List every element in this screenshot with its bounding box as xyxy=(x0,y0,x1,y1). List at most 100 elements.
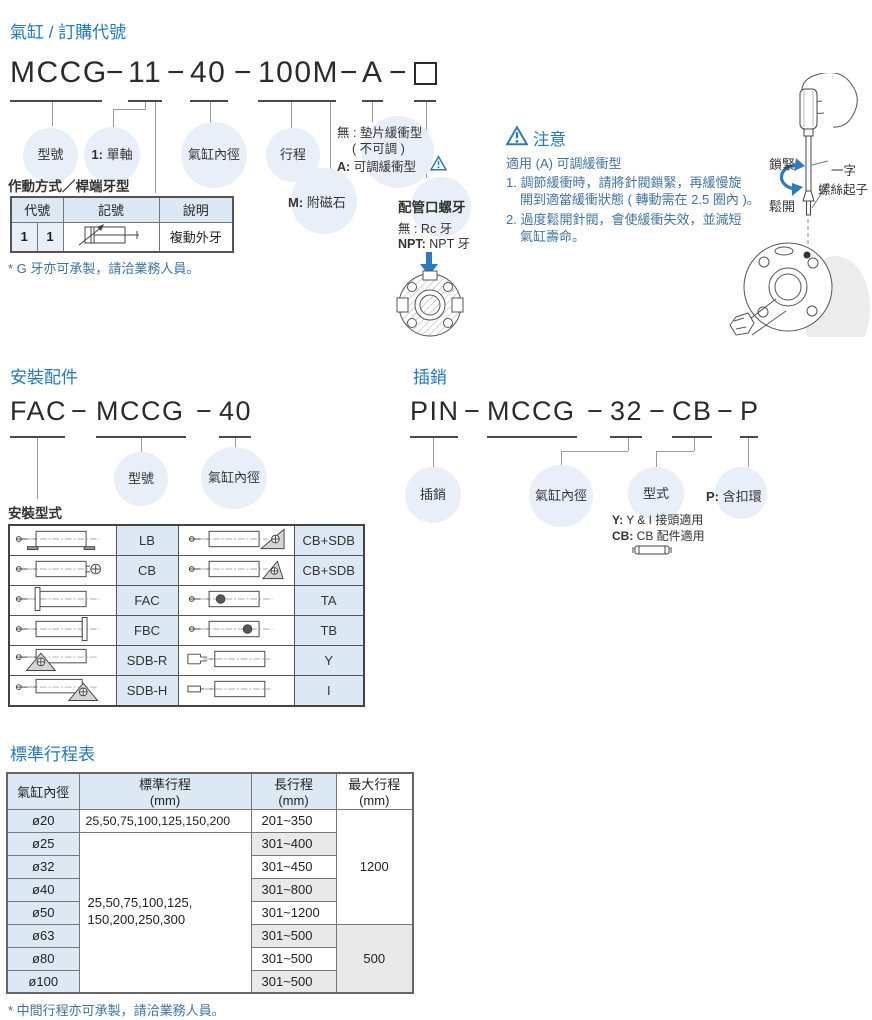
callout-line xyxy=(37,438,38,499)
callout-line xyxy=(113,109,114,127)
code-underline xyxy=(10,436,65,438)
mount-label-i: I xyxy=(293,675,365,707)
mount-diagram-tb xyxy=(177,615,295,646)
magnet-note: M: 附磁石 xyxy=(288,195,346,210)
caution-subtitle: 適用 (A) 可調緩衝型 xyxy=(506,156,622,171)
callout-bubble-mount-model: 型號 xyxy=(114,452,168,506)
stroke-row: ø32 301~450 xyxy=(6,854,413,879)
cushion-note-line2: ( 不可調 ) xyxy=(352,142,405,156)
callout-bubble-cushion xyxy=(362,116,434,188)
code-dash: − xyxy=(587,396,605,426)
stroke-col-std: 標準行程(mm) xyxy=(78,772,252,810)
stroke-col-max: 最大行程(mm) xyxy=(335,772,414,810)
long-stroke-value: 301~450 xyxy=(250,854,337,879)
intermediate-stroke-footnote: * 中間行程亦可承製，請洽業務人員。 xyxy=(8,1003,225,1018)
long-stroke-value: 301~1200 xyxy=(250,900,337,925)
g-thread-footnote: * G 牙亦可承製，請洽業務人員。 xyxy=(8,261,200,276)
flathead-label-1: 一字 xyxy=(831,164,857,178)
callout-line xyxy=(694,438,695,451)
pin-code-type: CB xyxy=(672,396,713,426)
cushion-adjust-illustration xyxy=(729,73,870,337)
long-stroke-value: 301~500 xyxy=(250,923,337,948)
action-table-title: 作動方式／桿端牙型 xyxy=(8,179,130,194)
code-dash: − xyxy=(649,396,667,426)
long-stroke-value: 301~400 xyxy=(250,831,337,856)
mount-diagram-fbc xyxy=(8,615,117,646)
code-underline xyxy=(96,436,186,438)
caution-item-1b: 開到適當緩衝狀態 ( 轉動需在 2.5 圈內 )。 xyxy=(520,192,760,207)
caution-item-1: 1. 調節緩衝時，請將針閥鎖緊，再緩慢旋 xyxy=(506,175,742,190)
pin-code-model: MCCG xyxy=(487,396,576,426)
action-code-2: 1 xyxy=(36,221,64,253)
callout-stroke-label: 行程 xyxy=(279,146,306,162)
callout-bubble-magnet xyxy=(291,168,357,234)
pin-type-note-2: CB: CB 配件適用 xyxy=(612,529,705,543)
long-stroke-value: 201~350 xyxy=(250,808,337,833)
mount-diagram-cbsdb1 xyxy=(177,524,295,556)
section-title-mounting: 安裝配件 xyxy=(10,368,78,387)
pin-type-label: 型式 xyxy=(642,485,669,501)
pin-code-pin: PIN xyxy=(410,396,460,426)
mount-diagram-sdbh xyxy=(8,675,117,707)
mount-label-cb: CB xyxy=(115,555,179,586)
callout-line xyxy=(433,438,434,467)
code-dash: − xyxy=(717,396,735,426)
code-dash: − xyxy=(196,396,214,426)
bore-value: ø20 xyxy=(6,808,80,833)
section-title-pin: 插銷 xyxy=(413,368,447,387)
caution-triangle-icon xyxy=(506,125,528,146)
cushion-note-line3: A: 可調緩衝型 xyxy=(337,160,417,174)
std-stroke-merged: 25,50,75,100,125,150,200,250,300 xyxy=(78,831,252,994)
loosen-label: 鬆開 xyxy=(769,199,796,214)
max-stroke-top: 1200 xyxy=(335,808,414,925)
lock-label: 鎖緊 xyxy=(769,157,796,172)
code-underline xyxy=(672,436,712,438)
port-note-line2: NPT: NPT 牙 xyxy=(398,237,471,251)
stroke-row: ø100 301~500 xyxy=(6,969,413,994)
long-stroke-value: 301~500 xyxy=(250,969,337,994)
code-dash: − xyxy=(71,396,89,426)
pin-p-label: P: 含扣環 xyxy=(706,489,762,504)
code-blank-box xyxy=(414,62,437,85)
code-underline xyxy=(487,436,577,438)
bore-value: ø63 xyxy=(6,923,80,948)
callout-line xyxy=(155,102,156,193)
mount-diagram-fac xyxy=(8,585,117,616)
code-underline xyxy=(362,100,383,102)
callout-bubble-pin: 插銷 xyxy=(405,467,461,523)
mount-model-label: 型號 xyxy=(127,470,154,486)
mount-code-type: FAC xyxy=(10,396,68,426)
callout-line xyxy=(748,438,749,467)
bore-value: ø25 xyxy=(6,831,80,856)
action-symbol-cell xyxy=(62,221,160,253)
mount-diagram-cbsdb2 xyxy=(177,555,295,586)
arrow-down-icon xyxy=(420,252,438,276)
mount-code-bore: 40 xyxy=(219,396,253,426)
stroke-row: ø20 25,50,75,100,125,150,200 201~350 120… xyxy=(6,808,414,925)
action-type-table: 代號 記號 說明 1 1 複動外牙 xyxy=(10,196,234,253)
caution-item-2b: 氣缸壽命。 xyxy=(520,229,586,244)
mount-label-lb: LB xyxy=(115,524,179,556)
max-stroke-bottom: 500 xyxy=(335,923,414,994)
mount-label-sdbr: SDB-R xyxy=(115,645,179,676)
code-dash: − xyxy=(464,396,482,426)
callout-line xyxy=(235,438,236,450)
mount-label-cbsdb2: CB+SDB xyxy=(293,555,365,586)
callout-line xyxy=(52,102,53,126)
action-col-desc: 說明 xyxy=(158,196,234,223)
mounting-type-table: LB CB+SDB CB CB+SDB FAC TA xyxy=(8,524,365,707)
mount-label-fbc: FBC xyxy=(115,615,179,646)
callout-model-label: 型號 xyxy=(37,147,64,163)
code-seg-cushion: A xyxy=(362,56,384,89)
callout-line xyxy=(656,451,694,452)
callout-line xyxy=(113,109,146,110)
std-stroke-value: 25,50,75,100,125,150,200 xyxy=(78,808,252,833)
code-dash: − xyxy=(389,56,409,89)
mount-label-ta: TA xyxy=(293,585,365,616)
callout-bubble-pin-bore: 氣缸內徑 xyxy=(529,465,593,527)
bore-value: ø50 xyxy=(6,900,80,925)
callout-line xyxy=(561,451,628,452)
flathead-label-2: 螺絲起子 xyxy=(818,183,869,197)
action-col-symbol: 記號 xyxy=(62,196,160,223)
